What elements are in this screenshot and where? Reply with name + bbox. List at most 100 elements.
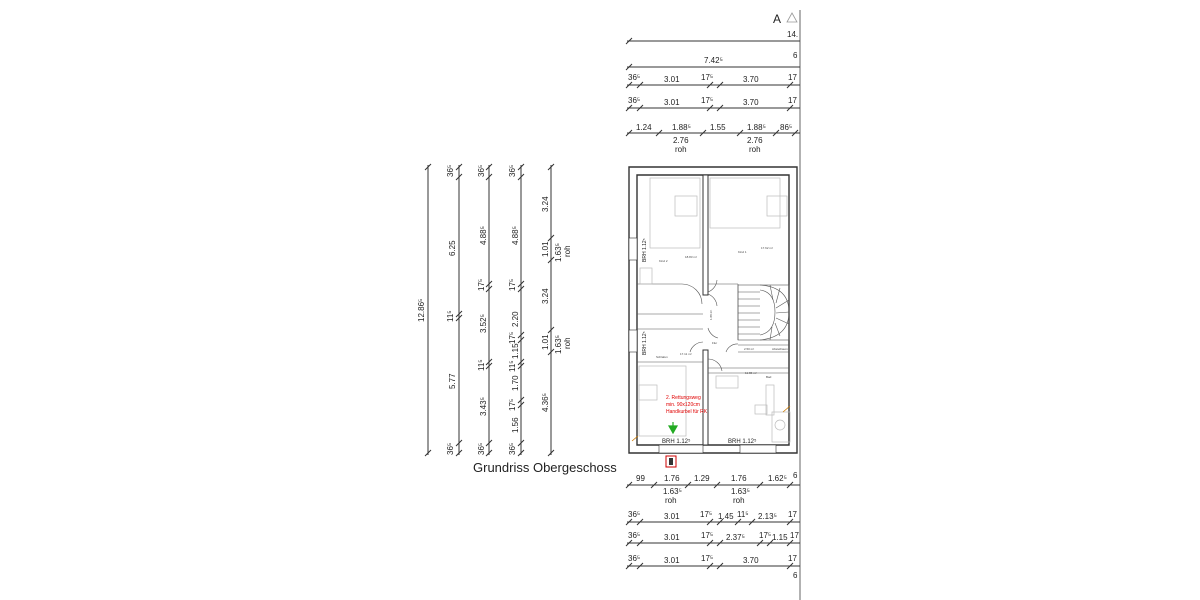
dim-text-vertical: 1.15 [511, 343, 520, 359]
dim-text: 3.01 [664, 512, 680, 521]
dim-text: 14. [787, 30, 798, 39]
dim-text: 17⁵ [701, 96, 713, 105]
dim-text-vertical: 1.63⁵ [554, 243, 563, 262]
dim-text-vertical: 1.01 [541, 334, 550, 350]
dim-text-vertical: 11⁵ [477, 359, 486, 371]
room-area: 18.83 m² [685, 255, 697, 259]
dim-text: 3.70 [743, 556, 759, 565]
dim-text: 36⁵ [628, 96, 640, 105]
section-marker-icon [786, 12, 798, 23]
dim-text: 1.45 [718, 512, 734, 521]
escape-window-marker [665, 455, 677, 468]
dim-text-vertical: 36⁵ [477, 165, 486, 177]
drawing-title: Grundriss Obergeschoss [473, 460, 617, 475]
dim-text: 1.88⁵ [747, 123, 766, 132]
dim-text-vertical: 6.25 [448, 240, 457, 256]
dim-text: 1.63⁵ [663, 487, 682, 496]
dim-text-vertical: 1.63⁵ [554, 335, 563, 354]
dim-text-vertical: 5.77 [448, 373, 457, 389]
dim-text: 3.01 [664, 556, 680, 565]
dim-text: roh [733, 496, 745, 505]
dim-text: 99 [636, 474, 645, 483]
dim-text: 17⁵ [701, 73, 713, 82]
room-label-kind1: Kind 1 [738, 250, 747, 254]
room-area: 17.62 m² [761, 246, 773, 250]
dim-text-vertical: 11⁵ [508, 360, 517, 372]
top-dimension-chain: 14. 7.42⁵ 6 36⁵ 3.01 17⁵ 3.70 17 36⁵ 3.0… [625, 30, 800, 154]
dim-text: 17 [788, 554, 797, 563]
furniture [638, 177, 791, 443]
staircase [737, 284, 790, 341]
dim-text-vertical: 17⁵ [508, 279, 517, 291]
dim-text: 17 [788, 510, 797, 519]
dim-text: 1.88⁵ [672, 123, 691, 132]
dim-text: 36⁵ [628, 531, 640, 540]
dim-text-vertical: 17⁵ [508, 332, 517, 344]
dim-text-vertical: 36⁵ [477, 443, 486, 455]
dim-text: 3.01 [664, 533, 680, 542]
dim-text: roh [749, 145, 761, 154]
dim-text-vertical: 17⁵ [508, 399, 517, 411]
dim-text: 2.37⁵ [726, 533, 745, 542]
dim-text-vertical: 1.56 [511, 417, 520, 433]
dim-text-vertical: 4.88⁵ [479, 226, 488, 245]
dim-text-vertical: 1.70 [511, 375, 520, 391]
left-dimension-chains: 12.86⁵ 36⁵ 6.25 11⁵ 5.77 36⁵ 36⁵ 4.88⁵ 1… [417, 163, 572, 457]
dim-text: 17 [788, 73, 797, 82]
room-area: 2.50 m² [744, 347, 754, 351]
room-label-schlafen: Schlafen [656, 355, 668, 359]
interior-wall [702, 174, 709, 296]
dim-text: 1.55 [710, 123, 726, 132]
dim-text-vertical: 3.43⁵ [479, 397, 488, 416]
dim-text: 2.76 [747, 136, 763, 145]
room-label-bad: Bad [766, 375, 772, 379]
dim-text-vertical: 4.36⁵ [541, 393, 550, 412]
dim-text: 6 [793, 471, 798, 480]
dim-text: 3.70 [743, 98, 759, 107]
dim-text: roh [675, 145, 687, 154]
dim-text: 1.76 [664, 474, 680, 483]
room-area: 11.86 m² [745, 371, 757, 375]
dim-text: 2.76 [673, 136, 689, 145]
dim-text-vertical: 3.52⁵ [479, 314, 488, 333]
dim-text-vertical: 36⁵ [446, 443, 455, 455]
dim-text: 2.13⁵ [758, 512, 777, 521]
dim-text: 1.63⁵ [731, 487, 750, 496]
dim-text: 6 [793, 51, 798, 60]
room-area: 17.11 m² [680, 352, 692, 356]
dim-text: 1.24 [636, 123, 652, 132]
dim-text: roh [665, 496, 677, 505]
dim-text-vertical: 3.24 [541, 288, 550, 304]
room-label-kind2: Kind 2 [659, 259, 668, 263]
note-line: Handkurbel für RK [666, 409, 708, 415]
sill-label: BRH 1.12⁵ [662, 438, 691, 445]
dim-text-vertical: roh [563, 245, 572, 257]
dim-text-vertical: 2.20 [511, 311, 520, 327]
dim-text: 17 [788, 96, 797, 105]
sill-label: BRH 1.12⁵ [642, 238, 648, 262]
dim-text: 36⁵ [628, 510, 640, 519]
dim-text: 6 [793, 571, 798, 580]
dim-text: 11⁵ [737, 510, 749, 519]
exterior-wall [628, 166, 798, 454]
arrow-down-icon [667, 422, 679, 435]
dim-text-vertical: 4.88⁵ [511, 226, 520, 245]
dim-text-vertical: 11⁵ [446, 310, 455, 322]
dim-text: 1.76 [731, 474, 747, 483]
dim-text-vertical: 36⁵ [508, 443, 517, 455]
dim-text: 1.15 [772, 533, 788, 542]
note-line: min. 90x120cm [666, 402, 700, 408]
dim-text-vertical: roh [563, 337, 572, 349]
bottom-dimension-chain: 99 1.76 1.29 1.76 1.62⁵ 6 1.63⁵ roh 1.63… [625, 471, 800, 580]
dim-text: 7.42⁵ [704, 56, 723, 65]
dim-text: 17⁵ [701, 554, 713, 563]
dim-text: 36⁵ [628, 73, 640, 82]
dim-text: 17⁵ [701, 531, 713, 540]
dim-text: 1.62⁵ [768, 474, 787, 483]
sill-label: BRH 1.12⁵ [642, 331, 648, 355]
dim-text-vertical: 17⁵ [477, 279, 486, 291]
room-area: 1.88 m² [709, 310, 713, 320]
dim-text-vertical: 36⁵ [508, 165, 517, 177]
room-label-abstell: Abstellraum [772, 347, 788, 351]
